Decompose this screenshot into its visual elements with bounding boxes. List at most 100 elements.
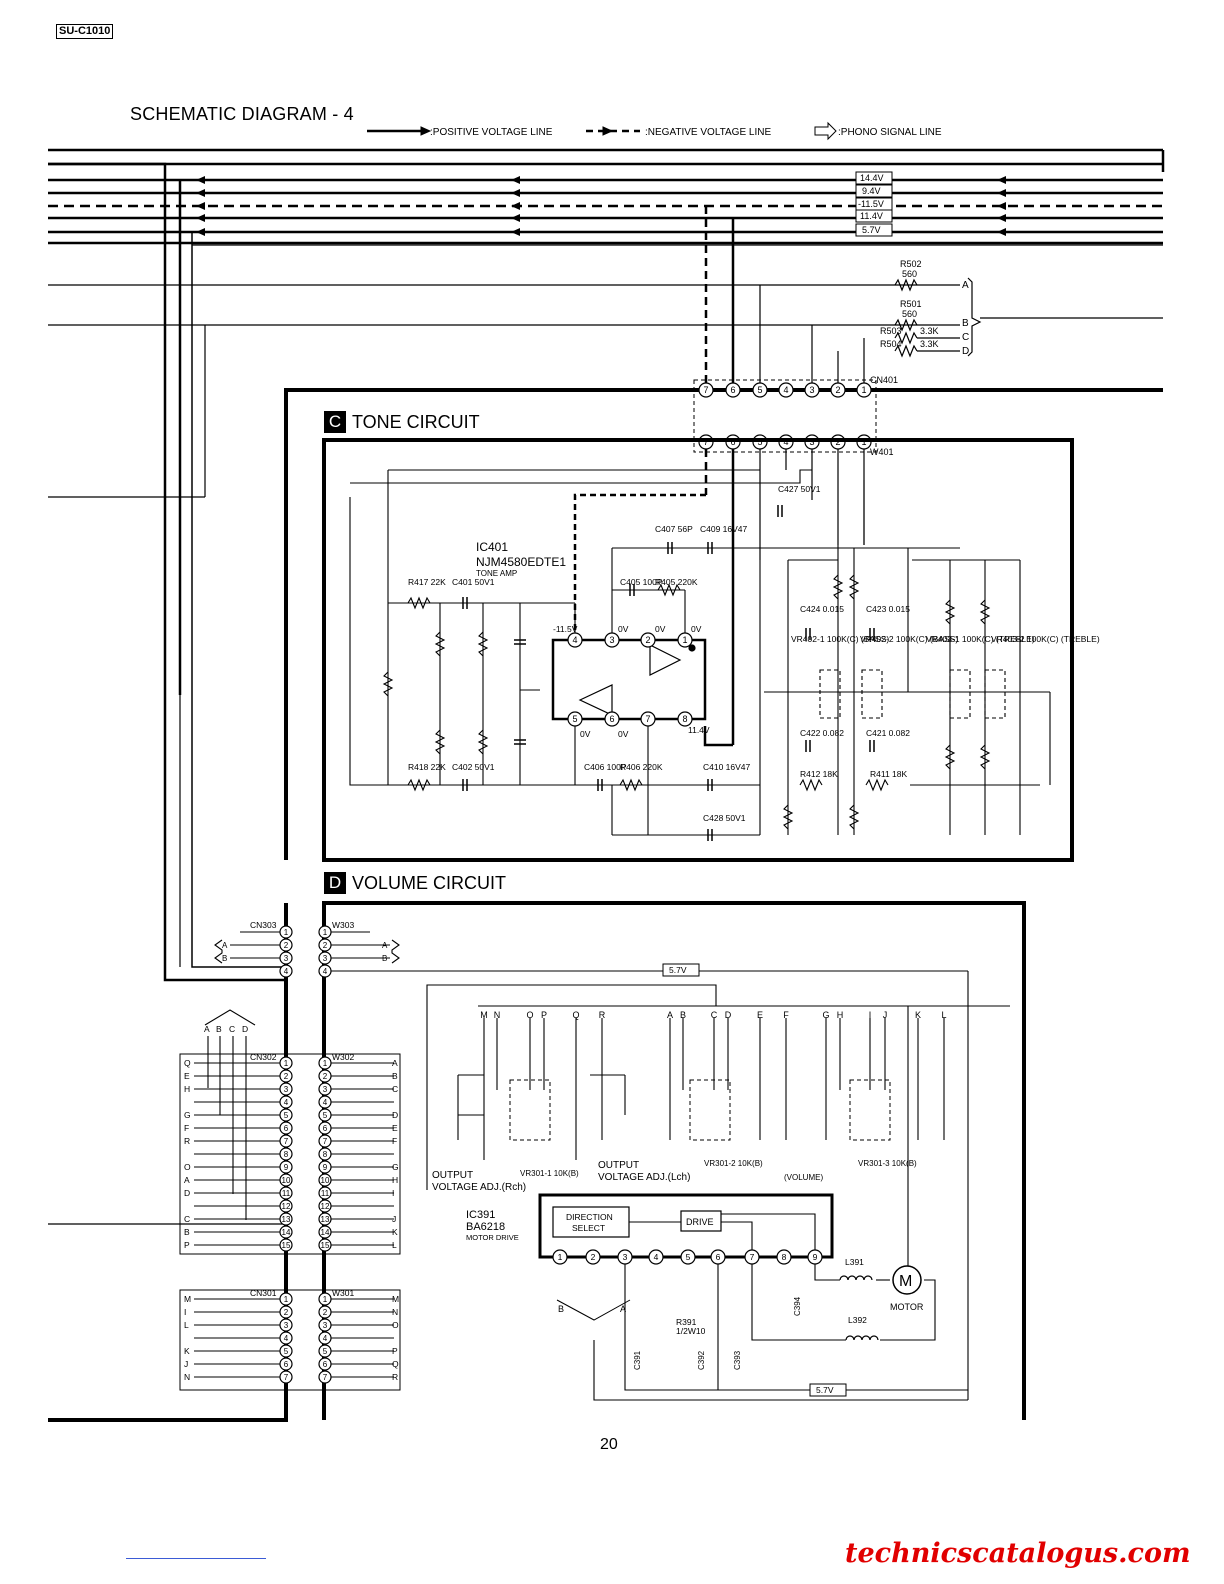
c391-label: C391 xyxy=(633,1350,642,1370)
cn302-pin-number: 13 xyxy=(282,1215,291,1224)
cn302-pin-number: 8 xyxy=(284,1150,289,1159)
ic391-pin-number: 5 xyxy=(686,1252,691,1262)
svg-text:Q: Q xyxy=(572,1010,579,1020)
cn301-pin-number: 5 xyxy=(284,1347,289,1356)
cn302-pin xyxy=(279,1095,293,1109)
cn301-pin-number: 1 xyxy=(323,1295,328,1304)
svg-text:C406 100P: C406 100P xyxy=(584,762,627,772)
tone-supply xyxy=(573,493,733,747)
svg-text:N: N xyxy=(494,1010,501,1020)
svg-text:3: 3 xyxy=(809,385,814,395)
tone-wiring xyxy=(349,469,1051,836)
svg-text:0V: 0V xyxy=(691,624,702,634)
out-b: B xyxy=(962,318,969,329)
svg-text:2: 2 xyxy=(323,941,328,950)
cn302-pin-number: 10 xyxy=(321,1176,330,1185)
cn302-left-label: D xyxy=(184,1188,190,1198)
cn302-pin xyxy=(318,1186,332,1200)
volt-57-a: 5.7V xyxy=(669,965,687,975)
cn301-pin xyxy=(279,1305,293,1319)
cn301-label: CN301 xyxy=(250,1288,277,1298)
cn302-pin-number: 15 xyxy=(321,1241,330,1250)
ic391-pin xyxy=(585,1249,601,1265)
cn301-pin-number: 3 xyxy=(323,1321,328,1330)
cn301-pin xyxy=(279,1344,293,1358)
cn301-pin-number: 7 xyxy=(284,1373,289,1382)
cn301-right-label: R xyxy=(392,1372,398,1382)
ic391-pin xyxy=(552,1249,568,1265)
cn301-pin xyxy=(318,1305,332,1319)
cn302-pin-number: 4 xyxy=(323,1098,328,1107)
svg-text:0V: 0V xyxy=(655,624,666,634)
r503-val: 3.3K xyxy=(920,326,939,336)
cn401-board xyxy=(284,388,1163,860)
svg-text:11.4V: 11.4V xyxy=(688,725,710,735)
cn303-a: A xyxy=(222,941,228,950)
bus-arrows xyxy=(196,176,1006,236)
svg-text:G: G xyxy=(822,1010,829,1020)
motor-label: MOTOR xyxy=(890,1302,924,1312)
tone-board xyxy=(322,438,1074,862)
output-adj-r-2: VOLTAGE ADJ.(Rch) xyxy=(432,1182,526,1193)
cn302-left-label: R xyxy=(184,1136,190,1146)
r504-val: 3.3K xyxy=(920,339,939,349)
cn302-pin xyxy=(279,1173,293,1187)
cn301-left-label: M xyxy=(184,1294,191,1304)
cn303-b: B xyxy=(222,954,227,963)
svg-text:3: 3 xyxy=(323,954,328,963)
cn302-pin xyxy=(279,1238,293,1252)
svg-text:C421 0.082: C421 0.082 xyxy=(866,728,910,738)
cn301-frame xyxy=(179,1289,401,1391)
svg-text:8: 8 xyxy=(682,714,687,724)
volt-57-b-tag xyxy=(809,1383,847,1397)
cn302-pin xyxy=(318,1082,332,1096)
cn301-pin-number: 6 xyxy=(284,1360,289,1369)
cn302-right-label: K xyxy=(392,1227,398,1237)
l391-label: L391 xyxy=(845,1257,864,1267)
cn302-left-label: O xyxy=(184,1162,191,1172)
svg-text:C: C xyxy=(229,1024,235,1034)
cn301-right-label: N xyxy=(392,1307,398,1317)
rail-114v: 11.4V xyxy=(860,211,883,221)
cn302-pin xyxy=(279,1160,293,1174)
cn301-pin-number: 2 xyxy=(323,1308,328,1317)
svg-text:4: 4 xyxy=(572,635,577,645)
cn302-pin xyxy=(318,1212,332,1226)
cn302-pin-number: 10 xyxy=(282,1176,291,1185)
cn301-pin xyxy=(279,1370,293,1384)
cn302-pin-number: 7 xyxy=(284,1137,289,1146)
rail-labels xyxy=(855,171,893,237)
svg-text:VR403-2 100K(C) (TREBLE): VR403-2 100K(C) (TREBLE) xyxy=(991,634,1100,644)
svg-text:(VOLUME): (VOLUME) xyxy=(784,1173,823,1182)
vr-labels: VR402-1 100K(C) (BASS) VR402-2 100K(C) (… xyxy=(791,634,1100,644)
cn301-pin xyxy=(318,1318,332,1332)
svg-text:C401 50V1: C401 50V1 xyxy=(452,577,495,587)
svg-text:VR402-2 100K(C) (BASS): VR402-2 100K(C) (BASS) xyxy=(860,634,958,644)
svg-text:3: 3 xyxy=(284,954,289,963)
ic391-pin-number: 6 xyxy=(716,1252,721,1262)
svg-text:1: 1 xyxy=(284,928,289,937)
cn302-pin xyxy=(279,1225,293,1239)
cn302-pin-number: 8 xyxy=(323,1150,328,1159)
cn302-pin-number: 14 xyxy=(321,1228,330,1237)
c393-label: C393 xyxy=(733,1350,742,1370)
l392-label: L392 xyxy=(848,1315,867,1325)
svg-text:R411 18K: R411 18K xyxy=(870,769,908,779)
tone-circuit-name: TONE CIRCUIT xyxy=(352,411,480,432)
ic391-pin-number: 4 xyxy=(654,1252,659,1262)
cn301-pin-number: 6 xyxy=(323,1360,328,1369)
volt-57-tag xyxy=(662,963,700,977)
svg-text:VR402-1 100K(C) (BASS): VR402-1 100K(C) (BASS) xyxy=(791,634,889,644)
cn301-pin xyxy=(318,1331,332,1345)
cn301-pin-number: 5 xyxy=(323,1347,328,1356)
svg-text:R405 220K: R405 220K xyxy=(655,577,698,587)
cn301-left-label: K xyxy=(184,1346,190,1356)
legend-positive: :POSITIVE VOLTAGE LINE xyxy=(430,127,553,138)
ic391-pin-number: 7 xyxy=(750,1252,755,1262)
cn301-right-label: Q xyxy=(392,1359,399,1369)
ic401-voltages: -11.5V 0V 0V 0V 0V 0V 11.4V xyxy=(553,624,710,739)
legend-phono: :PHONO SIGNAL LINE xyxy=(838,127,942,138)
cn302-right-label: J xyxy=(392,1214,396,1224)
